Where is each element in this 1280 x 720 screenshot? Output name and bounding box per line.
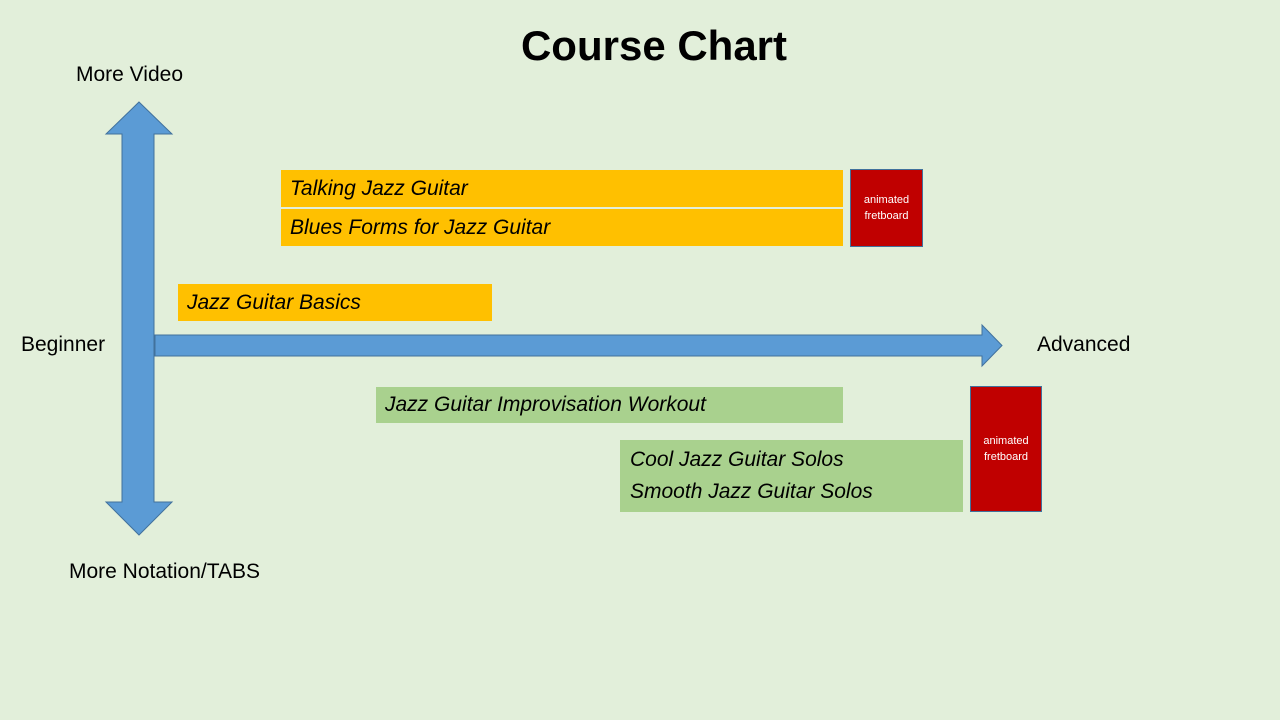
course-cool-jazz-solos: Cool Jazz Guitar Solos — [630, 448, 844, 471]
badge-text: animated — [983, 435, 1029, 447]
course-talking-jazz-guitar: Talking Jazz Guitar — [281, 170, 843, 207]
axis-label-bottom: More Notation/TABS — [69, 560, 261, 583]
course-solos-group: Cool Jazz Guitar Solos Smooth Jazz Guita… — [620, 440, 963, 512]
axis-label-right: Advanced — [1037, 333, 1131, 356]
badge-text: fretboard — [864, 210, 909, 222]
course-blues-forms: Blues Forms for Jazz Guitar — [281, 209, 843, 246]
page-title: Course Chart — [520, 22, 788, 69]
course-improvisation-workout: Jazz Guitar Improvisation Workout — [376, 387, 843, 423]
horizontal-arrow — [154, 323, 1003, 368]
axis-label-top: More Video — [76, 63, 184, 86]
vertical-double-arrow — [104, 101, 174, 536]
badge-text: fretboard — [983, 451, 1029, 463]
animated-fretboard-badge-lower: animated fretboard — [970, 386, 1042, 512]
axis-label-left: Beginner — [21, 333, 106, 356]
course-jazz-guitar-basics: Jazz Guitar Basics — [178, 284, 492, 321]
badge-text: animated — [863, 194, 910, 206]
course-smooth-jazz-solos: Smooth Jazz Guitar Solos — [630, 480, 873, 503]
animated-fretboard-badge-upper: animated fretboard — [850, 169, 923, 247]
